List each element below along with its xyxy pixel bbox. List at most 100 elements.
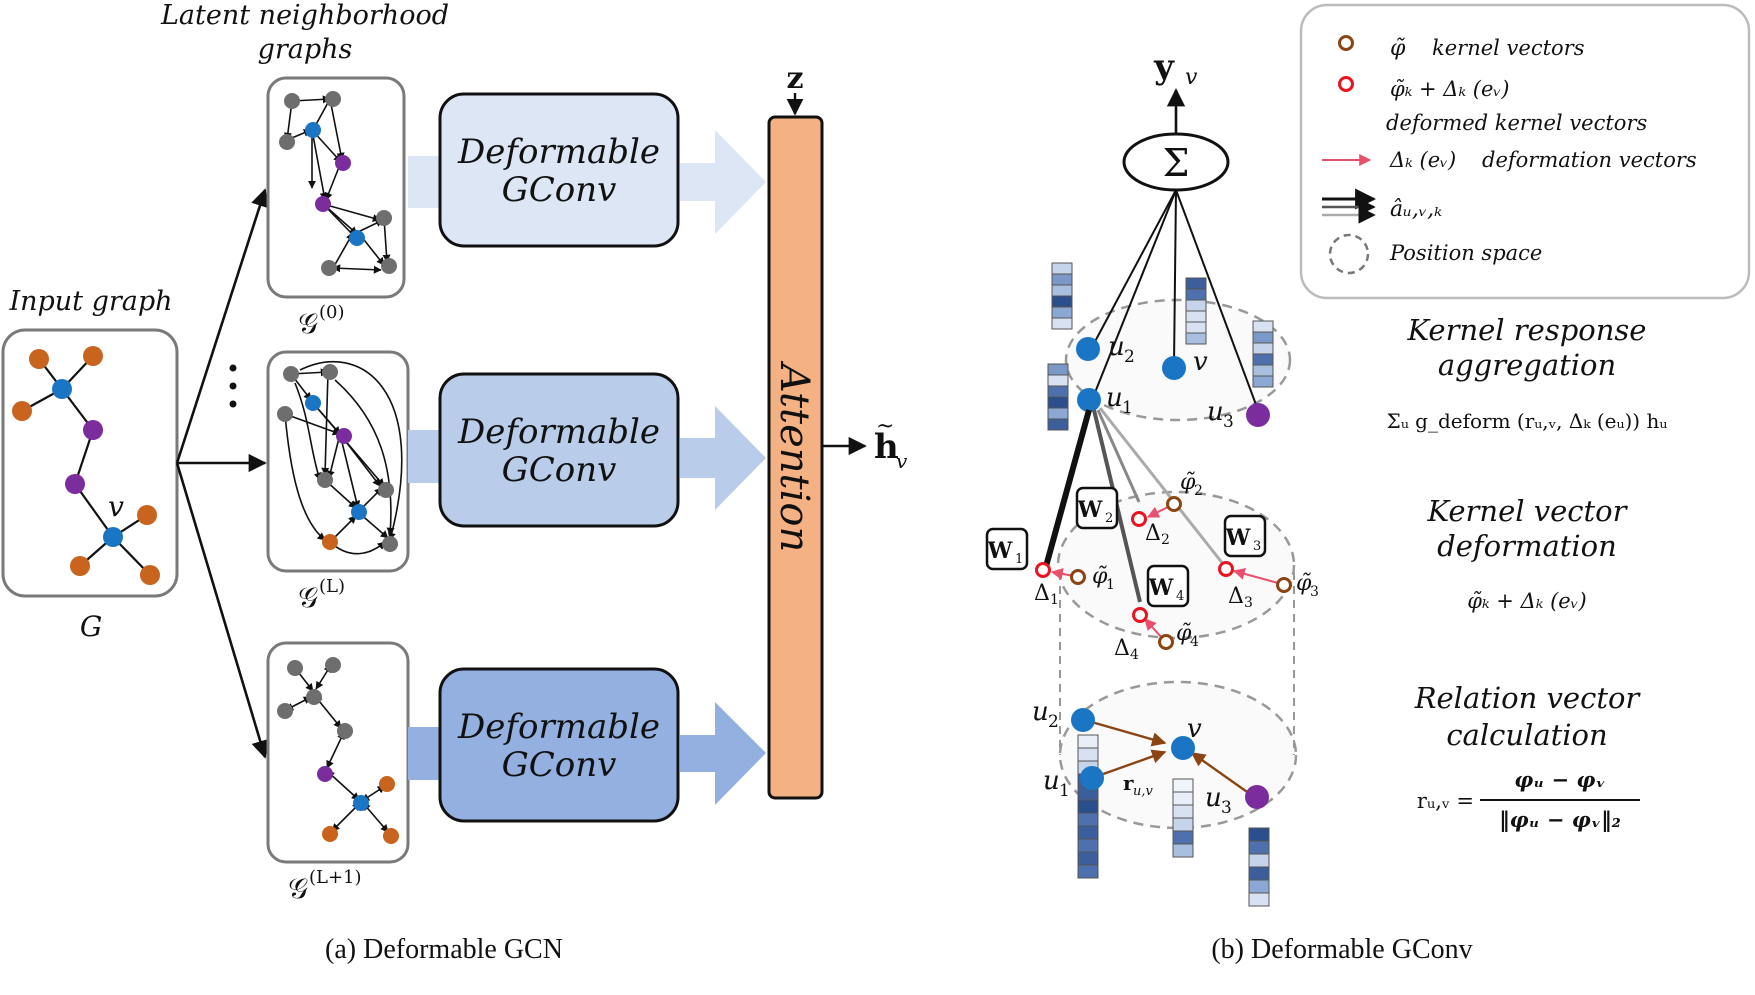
output-h: h (874, 427, 899, 467)
r-uv-label: r (1123, 771, 1134, 795)
weight-box-3: W 3 (1223, 514, 1267, 558)
z-label: z (786, 61, 803, 96)
rel-title-2: calculation (1446, 718, 1607, 752)
bottom-label-u3: u (1205, 783, 1222, 813)
bottom-label-v: v (1187, 714, 1202, 744)
bottom-label-u3-sub: 3 (1221, 798, 1232, 818)
agg-formula: Σᵤ g_deform (rᵤ,ᵥ, Δₖ (eᵤ)) hᵤ (1387, 409, 1668, 433)
right-annotations: Kernel response aggregation Σᵤ g_deform … (1387, 313, 1668, 832)
output-h-tilde: ~ (876, 414, 894, 439)
sum-symbol: Σ (1163, 141, 1190, 185)
input-graph-title: Input graph (8, 286, 172, 317)
caption-b: (b) Deformable GConv (1211, 934, 1472, 965)
input-graph-nodes (12, 346, 160, 585)
panel-b: Σ y v (985, 47, 1473, 965)
def-formula: φ̃ₖ + Δₖ (eᵥ) (1467, 589, 1586, 613)
svg-text:W: W (1225, 525, 1251, 551)
svg-text:φ̃: φ̃ (1176, 621, 1192, 646)
graph-label-L: 𝒢 (298, 581, 318, 614)
kernel-vectors (1035, 496, 1292, 650)
legend-kernel-text: kernel vectors (1432, 36, 1585, 60)
svg-text:3: 3 (1253, 539, 1261, 554)
bottom-node-u1 (1080, 766, 1104, 790)
gconv-block-1-line1: Deformable (457, 132, 660, 172)
legend-a-uvk: âᵤ,ᵥ,ₖ (1390, 197, 1442, 222)
bottom-label-u2: u (1032, 697, 1049, 727)
input-graph-symbol: G (80, 610, 102, 643)
top-label-u2: u (1108, 332, 1125, 362)
svg-text:4: 4 (1176, 589, 1184, 604)
gconv-block-2-line2: GConv (502, 450, 617, 490)
svg-text:2: 2 (1194, 483, 1203, 499)
latent-graph-L (277, 360, 403, 555)
top-label-u3-sub: 3 (1223, 412, 1234, 432)
block-arrows (408, 130, 766, 805)
graph-label-L1: 𝒢 (288, 872, 308, 905)
gconv-block-3-line1: Deformable (457, 707, 660, 747)
caption-a: (a) Deformable GCN (325, 934, 563, 965)
top-label-u2-sub: 2 (1124, 347, 1135, 367)
latent-graph-0 (279, 91, 397, 276)
legend-phi: φ̃ (1390, 36, 1406, 61)
latent-title-1: Latent neighborhood (160, 0, 449, 31)
def-title-2: deformation (1437, 529, 1617, 563)
top-label-v: v (1193, 347, 1208, 377)
bottom-edges (1087, 719, 1251, 795)
bottom-label-u2-sub: 2 (1048, 712, 1059, 732)
svg-text:3: 3 (1310, 584, 1319, 600)
svg-text:Δ: Δ (1145, 521, 1161, 546)
rel-lhs: rᵤ,ᵥ = (1417, 789, 1474, 813)
legend-deformed-icon (1338, 76, 1354, 92)
svg-text:Δ: Δ (1228, 584, 1244, 609)
svg-text:φ̃: φ̃ (1180, 470, 1196, 495)
output-h-sub: v (896, 449, 908, 473)
agg-title-1: Kernel response (1407, 313, 1647, 347)
r-uv-sub: u,v (1133, 784, 1154, 799)
svg-text:W: W (1077, 497, 1103, 523)
fanout-arrows (175, 188, 270, 759)
legend-a-icon (1322, 188, 1377, 224)
gconv-block-2: Deformable GConv (438, 372, 680, 528)
rel-title-1: Relation vector (1414, 681, 1642, 715)
svg-text:Δ: Δ (1114, 636, 1130, 661)
ellipsis-dots (229, 364, 237, 408)
weight-box-2: W 2 (1075, 486, 1119, 530)
svg-text:2: 2 (1161, 532, 1170, 548)
gconv-block-2-line1: Deformable (457, 412, 660, 452)
kernel-labels: Δ 1 φ̃ 1 Δ 2 φ̃ 2 Δ 3 φ̃ 3 Δ 4 φ̃ 4 (1034, 470, 1319, 663)
legend: φ̃ kernel vectors φ̃ₖ + Δₖ (eᵥ) deformed… (1299, 3, 1751, 300)
legend-deformed-text: deformed kernel vectors (1386, 111, 1647, 135)
gconv-block-3: Deformable GConv (438, 667, 680, 823)
weight-box-4: W 4 (1146, 564, 1190, 608)
svg-text:4: 4 (1130, 647, 1139, 663)
top-label-u3: u (1207, 397, 1224, 427)
panel-a: Latent neighborhood graphs Input graph (1, 0, 908, 965)
attention-label: Attention (771, 360, 817, 552)
gconv-block-1: Deformable GConv (438, 92, 680, 248)
svg-text:W: W (1148, 575, 1174, 601)
top-node-u3 (1246, 403, 1270, 427)
legend-deformation-formula: Δₖ (eᵥ) (1389, 148, 1456, 172)
y-label: y (1153, 47, 1175, 87)
gconv-block-3-line2: GConv (502, 745, 617, 785)
legend-kernel-icon (1338, 35, 1354, 51)
svg-text:W: W (987, 538, 1013, 564)
attention-bar: Attention (767, 115, 824, 800)
svg-text:1: 1 (1050, 592, 1059, 608)
graph-label-0-sup: (0) (319, 302, 345, 323)
bottom-node-u2 (1071, 708, 1095, 732)
bottom-label-u1: u (1043, 766, 1060, 796)
graph-label-L-sup: (L) (319, 576, 345, 597)
latent-title-2: graphs (258, 34, 353, 65)
latent-graph-L1 (277, 657, 399, 844)
legend-position-icon (1328, 233, 1370, 275)
rel-numerator: φᵤ − φᵥ (1514, 767, 1605, 792)
top-label-u1-sub: 1 (1122, 398, 1133, 418)
agg-title-2: aggregation (1438, 348, 1616, 382)
weight-box-1: W 1 (985, 527, 1029, 571)
legend-deformed-formula: φ̃ₖ + Δₖ (eᵥ) (1390, 77, 1509, 101)
svg-text:φ̃: φ̃ (1092, 564, 1108, 589)
gconv-block-1-line2: GConv (502, 170, 617, 210)
svg-text:4: 4 (1190, 634, 1199, 650)
